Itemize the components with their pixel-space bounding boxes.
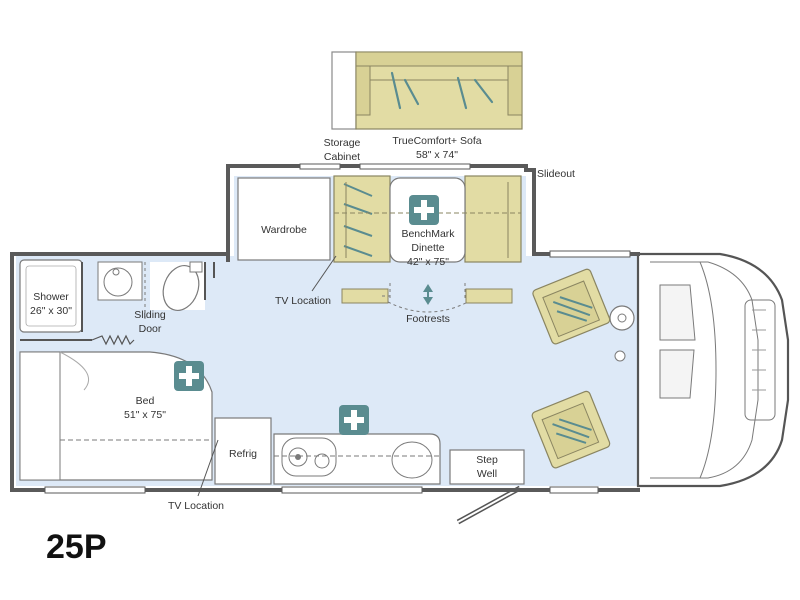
sliding-door-label-2: Door: [139, 323, 162, 335]
sliding-door: [20, 334, 135, 346]
refrigerator: [214, 417, 272, 485]
passenger-seat-lower: [531, 390, 611, 469]
dinette-label-2: Dinette: [411, 242, 444, 254]
sliding-door-label: Sliding: [134, 309, 166, 321]
tv-location-label-lower: TV Location: [168, 500, 224, 512]
bed: [19, 351, 213, 481]
dinette-size-label: 42" x 75": [407, 256, 449, 268]
step-well-label: Step: [476, 454, 498, 466]
entry-door: [456, 485, 522, 525]
model-name: 25P: [46, 528, 107, 566]
storage-cabinet-label: Storage: [324, 137, 361, 149]
sofa-size-label: 58" x 74": [416, 149, 458, 161]
slideout-label: Slideout: [537, 168, 575, 180]
cab-front: [609, 252, 790, 488]
bed-label: Bed: [136, 395, 155, 407]
shower-size-label: 26" x 30": [30, 305, 72, 317]
storage-cabinet-label-2: Cabinet: [324, 151, 360, 163]
refrig-label: Refrig: [229, 448, 257, 460]
plus-icon: [339, 405, 369, 435]
wardrobe-label: Wardrobe: [261, 224, 307, 236]
plus-icon: [409, 195, 439, 225]
plus-icon: [174, 361, 204, 391]
sofa-label: TrueComfort+ Sofa: [392, 135, 481, 147]
shower-label: Shower: [33, 291, 69, 303]
windows: [44, 250, 631, 494]
up-down-arrow-icon: [423, 284, 433, 305]
tv-location-leader-upper: [311, 255, 337, 292]
galley-counter: [273, 433, 441, 485]
passenger-seat-upper: [532, 268, 611, 345]
tv-location-leader-lower: [197, 439, 219, 497]
slideout-lines: [226, 163, 471, 262]
bathroom: [19, 259, 215, 333]
step-well-label-2: Well: [477, 468, 497, 480]
dinette-label: BenchMark: [401, 228, 455, 240]
tv-location-label-upper: TV Location: [275, 295, 331, 307]
footrests-label: Footrests: [406, 313, 450, 325]
wardrobe: [237, 177, 331, 261]
footrests: [341, 283, 513, 313]
sofa-illustration: [331, 51, 523, 130]
step-well: [449, 449, 525, 485]
bed-size-label: 51" x 75": [124, 409, 166, 421]
